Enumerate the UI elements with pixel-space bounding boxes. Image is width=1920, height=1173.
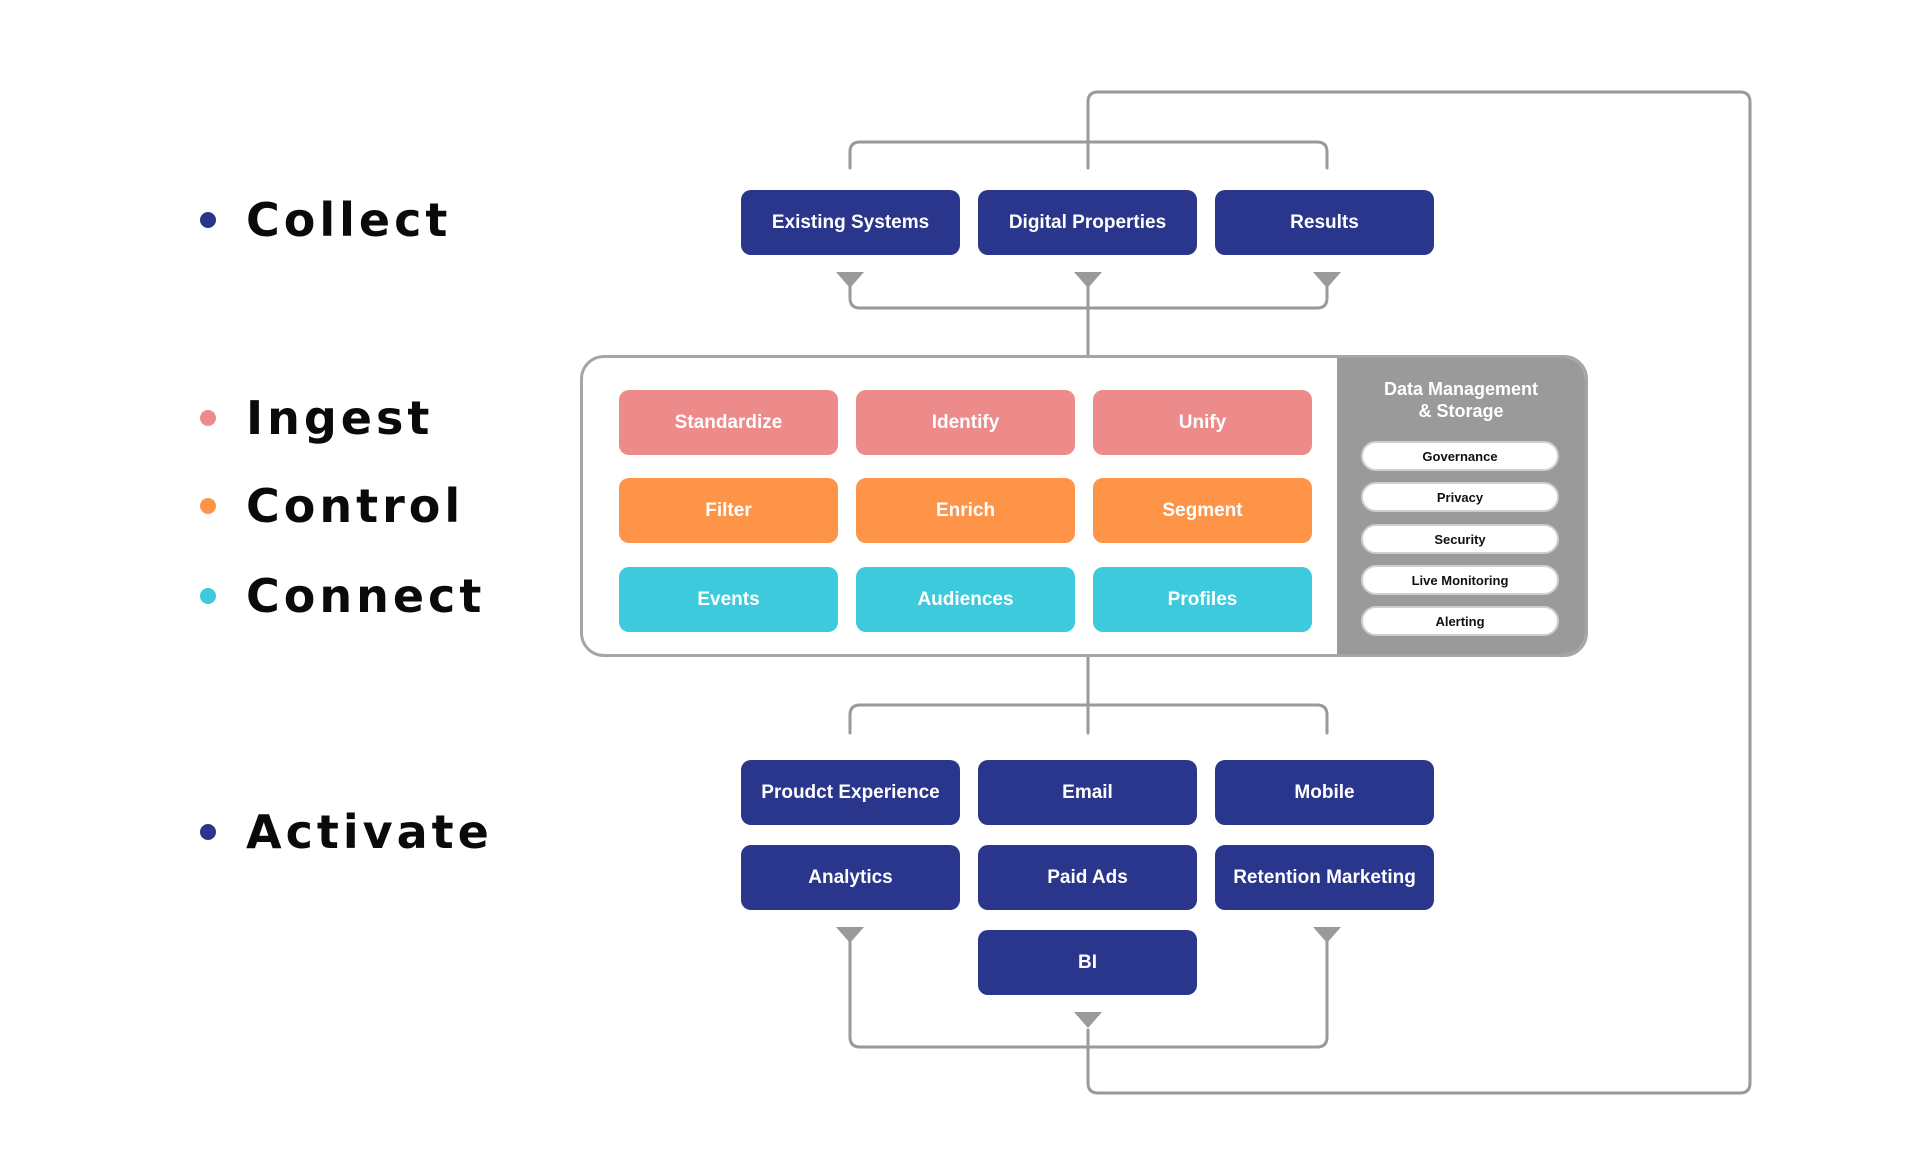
collect-box-results[interactable]: Results <box>1215 190 1434 255</box>
connect-box-events[interactable]: Events <box>619 567 838 632</box>
stage-label-connect: Connect <box>200 566 485 626</box>
activate-split-bracket <box>848 703 1329 735</box>
dm-pill-governance[interactable]: Governance <box>1361 441 1559 471</box>
stage-dot <box>200 410 216 426</box>
ingest-box-standardize[interactable]: Standardize <box>619 390 838 455</box>
stage-dot <box>200 588 216 604</box>
activate-box-analytics[interactable]: Analytics <box>741 845 960 910</box>
ingest-box-identify[interactable]: Identify <box>856 390 1075 455</box>
stage-label-text: Control <box>246 479 465 533</box>
arrow-down-icon <box>836 927 864 943</box>
data-management-title: Data Management & Storage <box>1337 378 1585 422</box>
stage-label-activate: Activate <box>200 802 493 862</box>
collect-box-digital-properties[interactable]: Digital Properties <box>978 190 1197 255</box>
activate-box-paid-ads[interactable]: Paid Ads <box>978 845 1197 910</box>
activate-box-retention-marketing[interactable]: Retention Marketing <box>1215 845 1434 910</box>
arrow-down-icon <box>1313 927 1341 943</box>
stage-dot <box>200 498 216 514</box>
arrow-down-icon <box>836 272 864 288</box>
stage-label-ingest: Ingest <box>200 388 433 448</box>
connect-box-audiences[interactable]: Audiences <box>856 567 1075 632</box>
stage-label-text: Collect <box>246 193 452 247</box>
activate-box-product-experience[interactable]: Proudct Experience <box>741 760 960 825</box>
ingest-box-unify[interactable]: Unify <box>1093 390 1312 455</box>
collect-top-bracket <box>848 140 1329 170</box>
control-box-segment[interactable]: Segment <box>1093 478 1312 543</box>
activate-box-mobile[interactable]: Mobile <box>1215 760 1434 825</box>
stage-dot <box>200 824 216 840</box>
stage-label-collect: Collect <box>200 190 451 250</box>
stage-label-text: Activate <box>246 805 493 859</box>
control-box-enrich[interactable]: Enrich <box>856 478 1075 543</box>
stage-label-control: Control <box>200 476 464 536</box>
stage-dot <box>200 212 216 228</box>
data-management-panel: Data Management & Storage Governance Pri… <box>1337 358 1585 654</box>
arrow-down-icon <box>1074 272 1102 288</box>
collect-box-existing-systems[interactable]: Existing Systems <box>741 190 960 255</box>
arrow-down-icon <box>1074 1012 1102 1028</box>
activate-box-bi[interactable]: BI <box>978 930 1197 995</box>
dm-pill-security[interactable]: Security <box>1361 524 1559 554</box>
stage-label-text: Connect <box>246 569 486 623</box>
data-management-title-line1: Data Management <box>1383 379 1539 399</box>
dm-pill-alerting[interactable]: Alerting <box>1361 606 1559 636</box>
control-box-filter[interactable]: Filter <box>619 478 838 543</box>
connect-box-profiles[interactable]: Profiles <box>1093 567 1312 632</box>
stage-label-text: Ingest <box>246 391 434 445</box>
data-management-title-line2: & Storage <box>1418 401 1504 421</box>
dm-pill-live-monitoring[interactable]: Live Monitoring <box>1361 565 1559 595</box>
processing-panel: Standardize Identify Unify Filter Enrich… <box>580 355 1588 657</box>
dm-pill-privacy[interactable]: Privacy <box>1361 482 1559 512</box>
activate-box-email[interactable]: Email <box>978 760 1197 825</box>
collect-merge-bracket <box>848 278 1329 310</box>
arrow-down-icon <box>1313 272 1341 288</box>
